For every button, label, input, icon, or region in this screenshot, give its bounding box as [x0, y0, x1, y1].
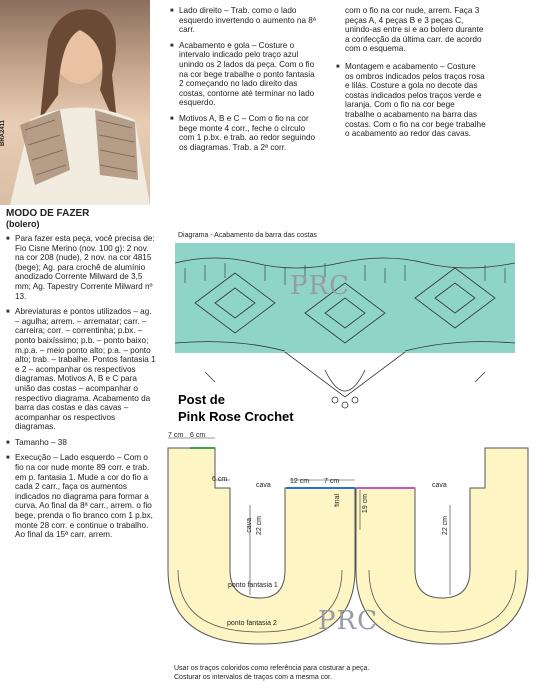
- right-column: com o fio na cor nude, arrem. Faça 3 peç…: [336, 6, 486, 145]
- section-subtitle: (bolero): [6, 219, 40, 229]
- left-piece: [167, 447, 356, 645]
- note-2: Costurar os intervalos de traços com a m…: [174, 674, 332, 681]
- dim-7cm-mid: 7 cm: [324, 478, 340, 485]
- materials-bullet: Para fazer esta peça, você precisa de: F…: [6, 234, 156, 301]
- pattern-schematic: [167, 437, 529, 645]
- execution-bullet: Execução – Lado esquerdo – Com o fio na …: [6, 453, 156, 539]
- abbreviations-bullet: Abreviaturas e pontos utilizados – ag. –…: [6, 307, 156, 432]
- section-title: MODO DE FAZER: [6, 208, 90, 219]
- assembly-text: Montagem e acabamento – Costure os ombro…: [336, 62, 486, 139]
- pattern-watermark: PRC: [318, 606, 378, 636]
- crochet-diagram: PRC: [174, 243, 516, 353]
- label-ponto-fantasia-2: ponto fantasia 2: [227, 620, 277, 627]
- dim-6cm-top: 6 cm: [190, 432, 206, 439]
- post-title-line2: Pink Rose Crochet: [178, 409, 294, 424]
- dim-7cm-top: 7 cm: [168, 432, 184, 439]
- label-ponto-fantasia-1: ponto fantasia 1: [228, 582, 278, 589]
- diagram-watermark: PRC: [290, 271, 350, 301]
- note-1: Usar os traços coloridos como referência…: [174, 665, 370, 672]
- middle-column: Lado direito – Trab. como o lado esquerd…: [170, 6, 320, 158]
- right-side-text: Lado direito – Trab. como o lado esquerd…: [170, 6, 320, 35]
- label-cava-vertical: cava: [246, 518, 253, 533]
- dim-19cm: 19 cm: [362, 494, 369, 514]
- model-photo: BRA2411: [0, 0, 150, 205]
- motifs-continued-text: com o fio na cor nude, arrem. Faça 3 peç…: [345, 6, 484, 54]
- photo-code: BRA2411: [0, 120, 6, 147]
- label-cava-left: cava: [256, 482, 271, 489]
- label-final: final: [334, 494, 341, 507]
- right-piece: [355, 447, 529, 645]
- crochet-chart: [174, 257, 516, 352]
- diagram-caption: Diagrama - Acabamento da barra das costa…: [178, 232, 317, 239]
- diagram-lower-edge: [204, 352, 486, 409]
- size-bullet: Tamanho – 38: [6, 438, 156, 448]
- model-illustration: [10, 9, 150, 205]
- dim-12cm: 12 cm: [290, 478, 310, 485]
- post-title-line1: Post de: [178, 392, 225, 407]
- dim-22cm-left: 22 cm: [256, 516, 263, 536]
- dim-6cm-left: 6 cm: [212, 476, 228, 483]
- dim-22cm-right: 22 cm: [442, 516, 449, 536]
- finishing-collar-text: Acabamento e gola – Costure o intervalo …: [170, 41, 320, 108]
- label-cava-right: cava: [432, 482, 447, 489]
- motifs-text: Motivos A, B e C – Com o fio na cor bege…: [170, 114, 320, 152]
- left-column: MODO DE FAZER (bolero) Para fazer esta p…: [6, 208, 156, 546]
